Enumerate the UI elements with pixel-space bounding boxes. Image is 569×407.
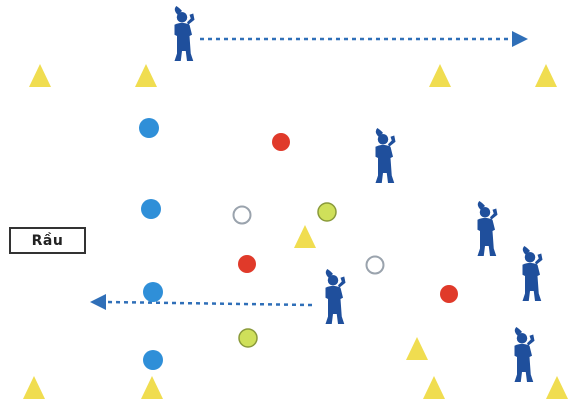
- white-ball: [367, 257, 384, 274]
- red-ball: [272, 133, 290, 151]
- red-ball: [440, 285, 458, 303]
- yellow-ball: [318, 203, 336, 221]
- player-figure: [376, 128, 396, 183]
- blue-ball: [143, 350, 163, 370]
- cone: [535, 64, 557, 87]
- zone-label-box: Rầu: [9, 227, 86, 254]
- player-figure: [515, 327, 535, 382]
- arrow-top: [200, 31, 528, 47]
- blue-ball: [139, 118, 159, 138]
- arrow-left: [90, 294, 312, 310]
- player-figure: [326, 269, 346, 324]
- white-ball: [234, 207, 251, 224]
- cone: [23, 376, 45, 399]
- cone: [423, 376, 445, 399]
- player-figure: [478, 201, 498, 256]
- cone: [546, 376, 568, 399]
- blue-ball: [141, 199, 161, 219]
- blue-ball: [143, 282, 163, 302]
- yellow-ball: [239, 329, 257, 347]
- cone: [29, 64, 51, 87]
- cone: [141, 376, 163, 399]
- cone: [294, 225, 316, 248]
- zone-label-text: Rầu: [32, 233, 64, 249]
- red-ball: [238, 255, 256, 273]
- cone: [135, 64, 157, 87]
- player-figure: [523, 246, 543, 301]
- cone: [406, 337, 428, 360]
- cone: [429, 64, 451, 87]
- player-figure: [175, 6, 195, 61]
